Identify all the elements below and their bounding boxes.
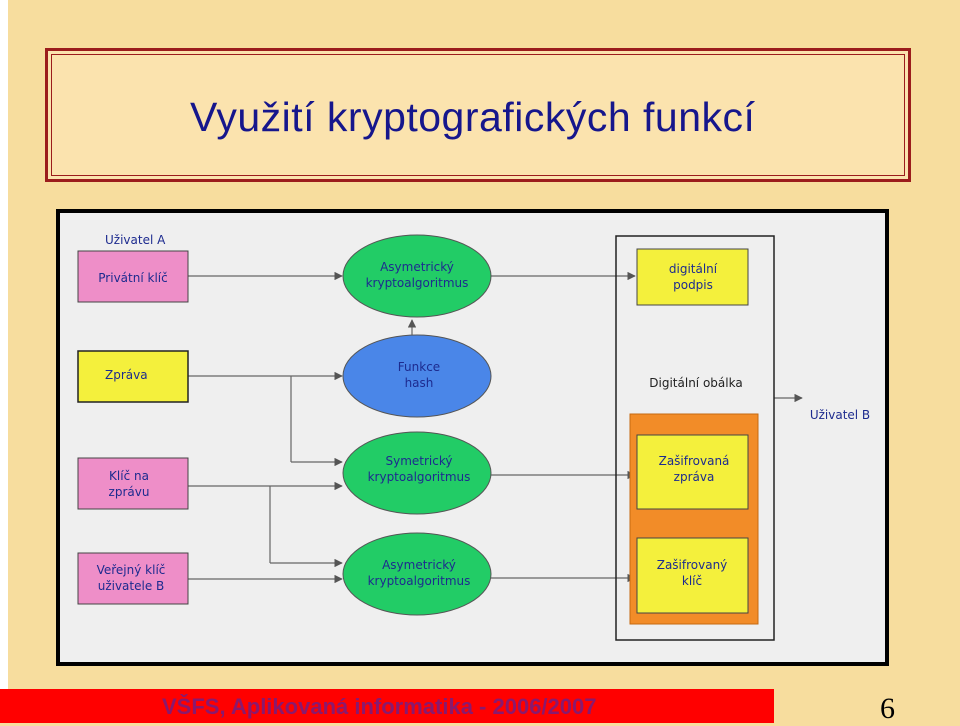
signature-label-2: podpis: [673, 278, 713, 292]
hash-label-2: hash: [405, 376, 434, 390]
hash-ellipse: Funkce hash: [342, 334, 492, 418]
private-key-box: Privátní klíč: [77, 250, 189, 303]
digital-envelope: Zašifrovaná zpráva Zašifrovaný klíč: [629, 413, 759, 625]
asym-top-label-2: kryptoalgoritmus: [366, 276, 469, 290]
signature-box: digitální podpis: [636, 248, 749, 306]
encrypted-key-box: [636, 537, 749, 614]
page-number: 6: [880, 692, 895, 725]
private-key-label: Privátní klíč: [98, 271, 167, 285]
envelope-label: Digitální obálka: [649, 376, 742, 390]
footer-text: VŠFS, Aplikovaná informatika - 2006/2007: [162, 694, 597, 719]
sym-label-1: Symetrický: [386, 454, 453, 468]
footer-bar: [0, 689, 774, 723]
asym-bottom-ellipse: Asymetrický kryptoalgoritmus: [342, 532, 492, 616]
asym-top-label-1: Asymetrický: [380, 260, 454, 274]
public-key-b-box: Veřejný klíč uživatele B: [77, 552, 189, 605]
hash-label-1: Funkce: [398, 360, 440, 374]
message-key-box: Klíč na zprávu: [77, 457, 189, 510]
message-label: Zpráva: [105, 368, 148, 382]
sym-ellipse: Symetrický kryptoalgoritmus: [342, 431, 492, 515]
asym-bottom-label-1: Asymetrický: [382, 558, 456, 572]
enc-key-label-2: klíč: [682, 574, 702, 588]
signature-label-1: digitální: [669, 262, 718, 276]
enc-message-label-1: Zašifrovaná: [659, 454, 730, 468]
encrypted-message-box: [636, 434, 749, 510]
message-key-label-2: zprávu: [109, 485, 150, 499]
title-box: Využití kryptografických funkcí: [45, 48, 911, 182]
enc-message-label-2: zpráva: [674, 470, 715, 484]
user-b-label: Uživatel B: [810, 408, 870, 422]
asym-bottom-label-2: kryptoalgoritmus: [368, 574, 471, 588]
slide-title: Využití kryptografických funkcí: [190, 93, 756, 140]
right-container: [615, 235, 775, 641]
public-key-b-label-2: uživatele B: [98, 579, 165, 593]
diagram-canvas: Uživatel A Privátní klíč Zpráva Klíč na …: [77, 233, 870, 641]
enc-key-label-1: Zašifrovaný: [657, 558, 728, 572]
connector-lines: [188, 271, 803, 584]
sym-label-2: kryptoalgoritmus: [368, 470, 471, 484]
message-key-label-1: Klíč na: [109, 469, 149, 483]
asym-top-ellipse: Asymetrický kryptoalgoritmus: [342, 234, 492, 318]
slide-left-edge: [0, 0, 8, 723]
user-a-label: Uživatel A: [105, 233, 166, 247]
crypto-diagram: Uživatel A Privátní klíč Zpráva Klíč na …: [56, 209, 889, 666]
message-box: Zpráva: [77, 350, 189, 403]
public-key-b-label-1: Veřejný klíč: [97, 563, 166, 577]
